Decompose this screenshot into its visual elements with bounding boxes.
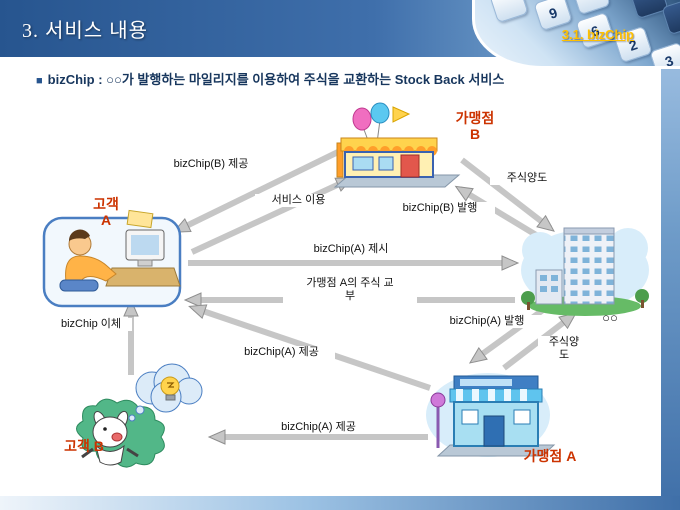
subtitle: ■bizChip : ○○가 발행하는 마일리지를 이용하여 주식을 교환하는 … [36,69,646,88]
subtitle-tail: 서비스 [464,72,505,87]
entity-label-customer-b: 고객 B [64,438,104,454]
arrow-bizchip-b-provide [172,149,340,233]
merchant-a-illustration [426,373,556,457]
subtitle-brand: bizChip [47,72,95,87]
entity-label-customer-a-line1: 고객 [93,196,119,212]
flow-label-bizchip-b-provide: bizChip(B) 제공 [160,158,262,171]
entity-label-merchant-b-line2: B [469,126,481,142]
entity-label-customer-a-line2: A [100,212,112,228]
section-label: 3.1. bizChip [561,27,634,42]
subtitle-mid: : ○○가 발행하는 마일리지를 이용하여 주식을 교환하는 [94,72,395,87]
slide-title: 3. 서비스 내용 [22,20,148,42]
entity-label-customer-a: 고객 A [76,196,136,228]
right-frame-strip [661,0,680,510]
flow-label-stock-transfer-top: 주식양도 [490,172,564,185]
flow-label-bizchip-a-present: bizChip(A) 제시 [295,243,407,256]
company-illustration [521,227,649,316]
flow-label-bizchip-transfer: bizChip 이체 [50,318,132,331]
entity-label-company: ○○ [602,310,618,325]
arrow-service-use [190,177,354,255]
subtitle-stockback: Stock Back [394,72,465,87]
arrow-stock-transfer-top [460,157,555,232]
entity-label-merchant-b-line1: 가맹점 [455,110,495,126]
flow-label-stock-transfer-bottom: 주식양 도 [538,336,590,362]
entity-label-merchant-b: 가맹점 B [440,110,510,142]
flow-label-stock-transfer-bottom-line2: 도 [558,349,570,361]
flow-label-bizchip-a-issue: bizChip(A) 발행 [432,315,542,328]
flow-label-bizchip-a-provide-diagonal: bizChip(A) 제공 [228,346,335,359]
customer-a-illustration [42,209,182,308]
bullet-square-icon: ■ [36,75,43,87]
entity-label-merchant-a: 가맹점 A [523,448,577,464]
bottom-frame-strip [0,496,680,510]
customer-b-illustration [76,363,203,468]
flow-label-stock-grant: 가맹점 A의 주식 교 부 [283,277,417,303]
flow-label-service-use: 서비스 이용 [255,194,342,207]
keyboard-image: 9 6 2 3 [472,0,680,69]
merchant-b-illustration [333,102,461,188]
flow-label-stock-transfer-bottom-line1: 주식양 [548,336,580,348]
flow-label-bizchip-b-issue: bizChip(B) 발행 [385,202,495,215]
flow-label-stock-grant-line1: 가맹점 A의 주식 교 [306,277,394,289]
flow-label-bizchip-a-provide-bottom: bizChip(A) 제공 [265,421,372,434]
flow-label-stock-grant-line2: 부 [344,290,356,302]
